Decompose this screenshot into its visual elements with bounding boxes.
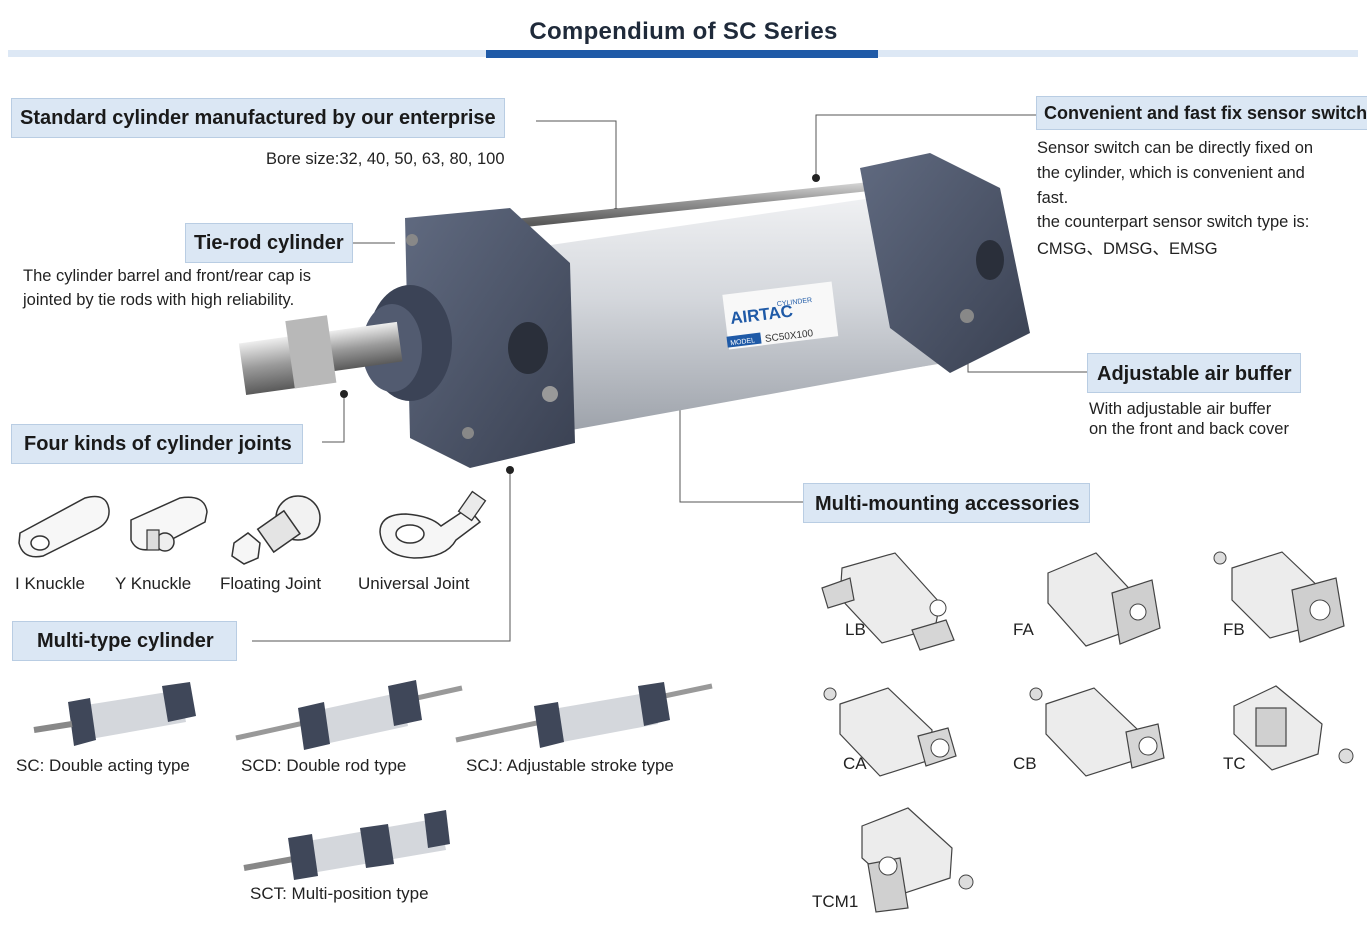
label-sensor-switch: Convenient and fast fix sensor switch: [1036, 96, 1367, 130]
mount-ca-image: [823, 687, 957, 777]
sensor-desc-line-4: the counterpart sensor switch type is:: [1037, 213, 1310, 231]
mount-fa-image: [1047, 552, 1161, 647]
mount-caption-cb: CB: [1013, 754, 1037, 773]
sensor-desc-line-5: CMSG、DMSG、EMSG: [1037, 240, 1218, 258]
page-title: Compendium of SC Series: [529, 18, 838, 45]
type-caption-scd: SCD: Double rod type: [241, 756, 407, 775]
buffer-desc-line-1: With adjustable air buffer: [1089, 400, 1272, 418]
mount-caption-fb: FB: [1223, 620, 1245, 639]
y-knuckle-image: [130, 496, 208, 552]
buffer-desc-line-2: on the front and back cover: [1089, 420, 1289, 438]
mount-lb-image: [821, 552, 955, 651]
mount-caption-ca: CA: [843, 754, 867, 773]
tie-rod-desc-line-2: jointed by tie rods with high reliabilit…: [23, 291, 295, 309]
mount-fb-image: [1213, 551, 1345, 643]
bore-size-text: Bore size:32, 40, 50, 63, 80, 100: [266, 150, 505, 168]
sensor-desc-line-3: fast.: [1037, 189, 1069, 207]
mount-caption-lb: LB: [845, 620, 866, 639]
sct-cylinder-image: [243, 810, 450, 880]
label-multi-type-cylinder: Multi-type cylinder: [12, 621, 237, 661]
mount-tc-image: [1233, 685, 1354, 771]
label-tie-rod-cylinder: Tie-rod cylinder: [185, 223, 353, 263]
label-standard-cylinder: Standard cylinder manufactured by our en…: [11, 98, 505, 138]
mount-caption-tcm1: TCM1: [812, 892, 859, 911]
joint-caption-universal-joint: Universal Joint: [358, 574, 470, 593]
sc-cylinder-image: [33, 682, 196, 746]
label-air-buffer: Adjustable air buffer: [1087, 353, 1302, 393]
scd-cylinder-image: [235, 680, 463, 750]
main-cylinder-image: AIRTAC CYLINDER MODEL SC50X100: [238, 153, 1030, 468]
mount-tcm1-image: [861, 807, 974, 913]
scj-cylinder-image: [455, 682, 713, 748]
mount-cb-image: [1029, 687, 1165, 777]
type-caption-sc: SC: Double acting type: [16, 756, 190, 775]
title-rule-accent: [486, 50, 878, 58]
type-caption-sct: SCT: Multi-position type: [250, 884, 429, 903]
i-knuckle-image: [18, 495, 110, 558]
type-caption-scj: SCJ: Adjustable stroke type: [466, 756, 674, 775]
sensor-desc-line-1: Sensor switch can be directly fixed on: [1037, 139, 1314, 157]
mount-caption-fa: FA: [1013, 620, 1034, 639]
joint-caption-y-knuckle: Y Knuckle: [115, 574, 192, 593]
model-tag-text: MODEL: [730, 337, 756, 347]
joint-caption-floating-joint: Floating Joint: [220, 574, 322, 593]
sensor-desc-line-2: the cylinder, which is convenient and: [1037, 164, 1305, 182]
universal-joint-image: [379, 490, 487, 559]
mount-caption-tc: TC: [1223, 754, 1246, 773]
floating-joint-image: [231, 495, 321, 565]
brand-sub-text: CYLINDER: [777, 297, 813, 308]
joint-caption-i-knuckle: I Knuckle: [15, 574, 85, 593]
tie-rod-desc-line-1: The cylinder barrel and front/rear cap i…: [23, 267, 311, 285]
label-mounting-accessories: Multi-mounting accessories: [803, 483, 1090, 523]
label-cylinder-joints: Four kinds of cylinder joints: [11, 424, 303, 464]
